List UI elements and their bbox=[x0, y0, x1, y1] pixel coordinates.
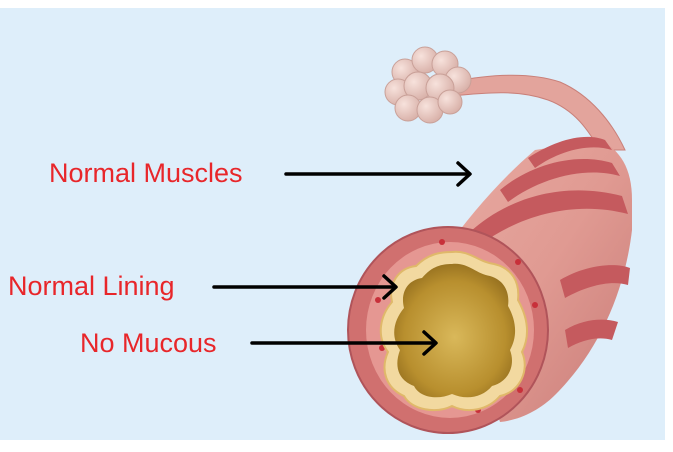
airway-lumen bbox=[394, 264, 515, 398]
normal-lining-label: Normal Lining bbox=[8, 271, 175, 301]
no-mucous-label: No Mucous bbox=[80, 328, 217, 358]
alveoli-cluster-icon bbox=[385, 47, 471, 123]
normal-muscles-label: Normal Muscles bbox=[49, 158, 243, 188]
muscles-arrow bbox=[286, 163, 470, 185]
